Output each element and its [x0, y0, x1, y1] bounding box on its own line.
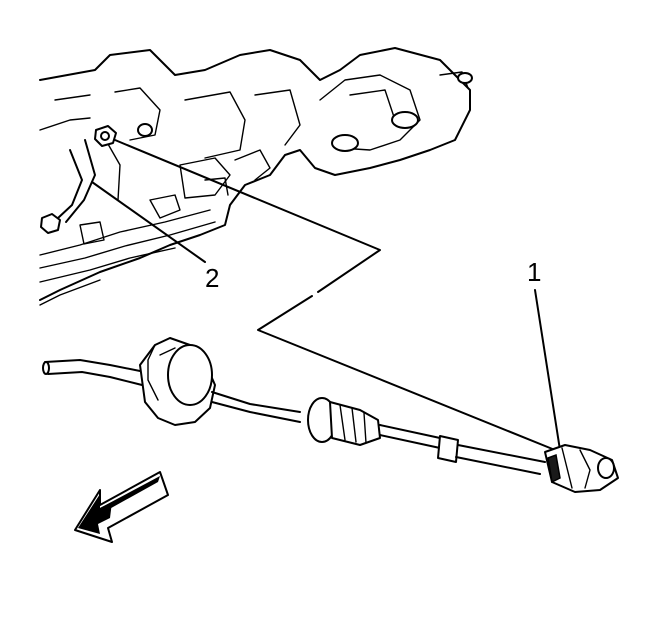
cable-end-fitting: [544, 444, 619, 493]
grommet: [139, 337, 216, 426]
shift-cable: [42, 337, 619, 493]
cable-clip: [307, 397, 381, 446]
callout-label-2: 2: [205, 263, 219, 293]
direction-arrow-icon: [74, 471, 169, 543]
callout-label-1: 1: [527, 257, 541, 287]
leader-1: [534, 289, 561, 451]
transmission-housing: [39, 47, 473, 306]
leader-2: [91, 181, 206, 263]
cable-routing-line: [114, 139, 556, 451]
